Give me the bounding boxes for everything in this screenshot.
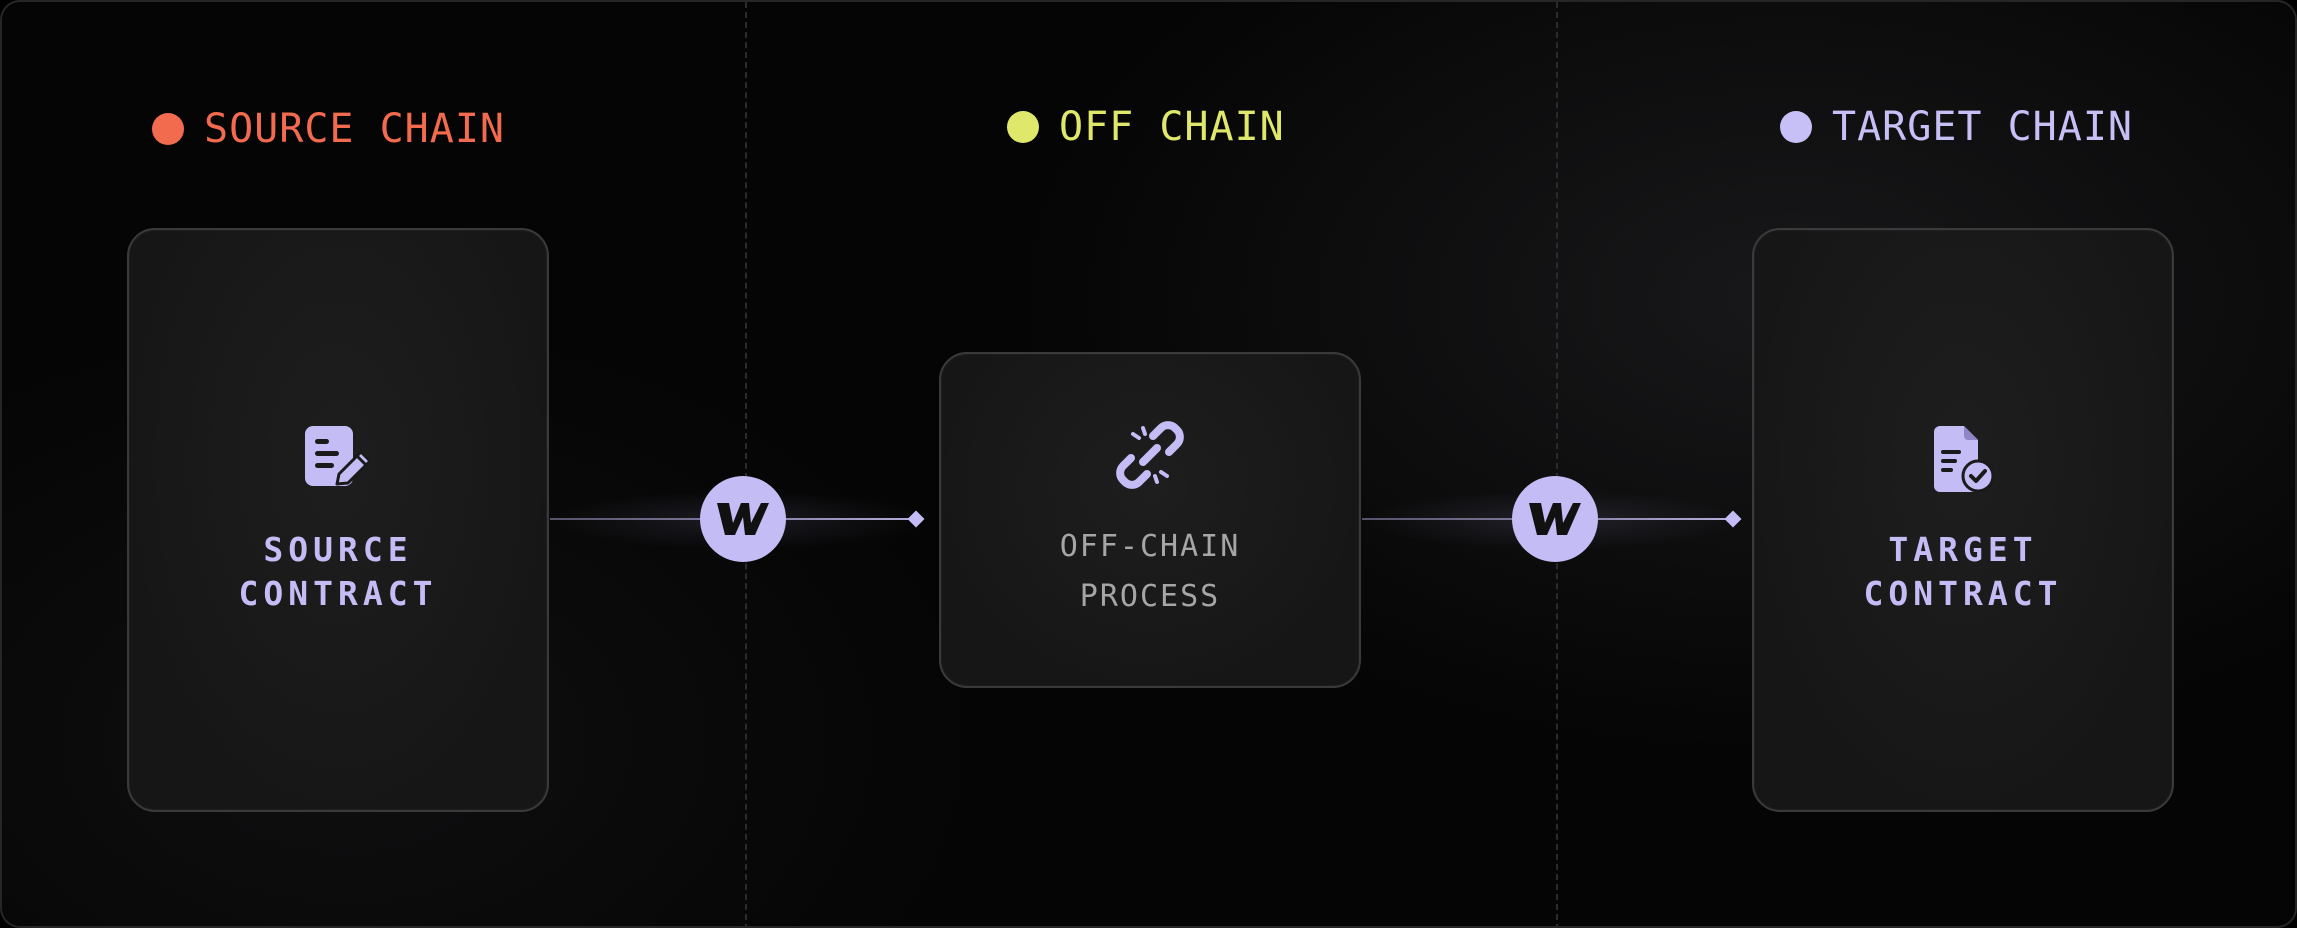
broken-link-icon <box>1116 421 1184 489</box>
offchain-dot-icon <box>1007 111 1039 143</box>
source-contract-line-1: SOURCE <box>263 530 413 569</box>
column-divider-left <box>745 2 747 926</box>
header-offchain-label: OFF CHAIN <box>1059 104 1285 150</box>
source-contract-card: SOURCE CONTRACT <box>127 228 549 812</box>
header-source-label: SOURCE CHAIN <box>204 106 505 152</box>
off-chain-process-line-2: PROCESS <box>1079 579 1221 614</box>
wormhole-badge-left <box>700 476 786 562</box>
wormhole-logo-icon <box>1529 503 1581 535</box>
off-chain-process-label: OFF-CHAIN PROCESS <box>1060 522 1241 622</box>
target-contract-line-2: CONTRACT <box>1863 574 2063 613</box>
target-dot-icon <box>1780 111 1812 143</box>
header-source-chain: SOURCE CHAIN <box>152 106 505 152</box>
wormhole-logo-icon <box>717 503 769 535</box>
source-contract-line-2: CONTRACT <box>238 574 438 613</box>
off-chain-process-line-1: OFF-CHAIN <box>1059 529 1241 564</box>
target-contract-line-1: TARGET <box>1888 530 2038 569</box>
target-contract-card: TARGET CONTRACT <box>1752 228 2174 812</box>
source-contract-label: SOURCE CONTRACT <box>239 528 438 616</box>
header-off-chain: OFF CHAIN <box>1007 104 1285 150</box>
document-check-icon <box>1934 426 1995 493</box>
header-target-chain: TARGET CHAIN <box>1780 104 2133 150</box>
off-chain-process-card: OFF-CHAIN PROCESS <box>939 352 1361 688</box>
document-edit-icon <box>305 426 372 486</box>
wormhole-badge-right <box>1512 476 1598 562</box>
header-target-label: TARGET CHAIN <box>1832 104 2133 150</box>
source-dot-icon <box>152 113 184 145</box>
target-contract-label: TARGET CONTRACT <box>1864 528 2063 616</box>
column-divider-right <box>1556 2 1558 926</box>
